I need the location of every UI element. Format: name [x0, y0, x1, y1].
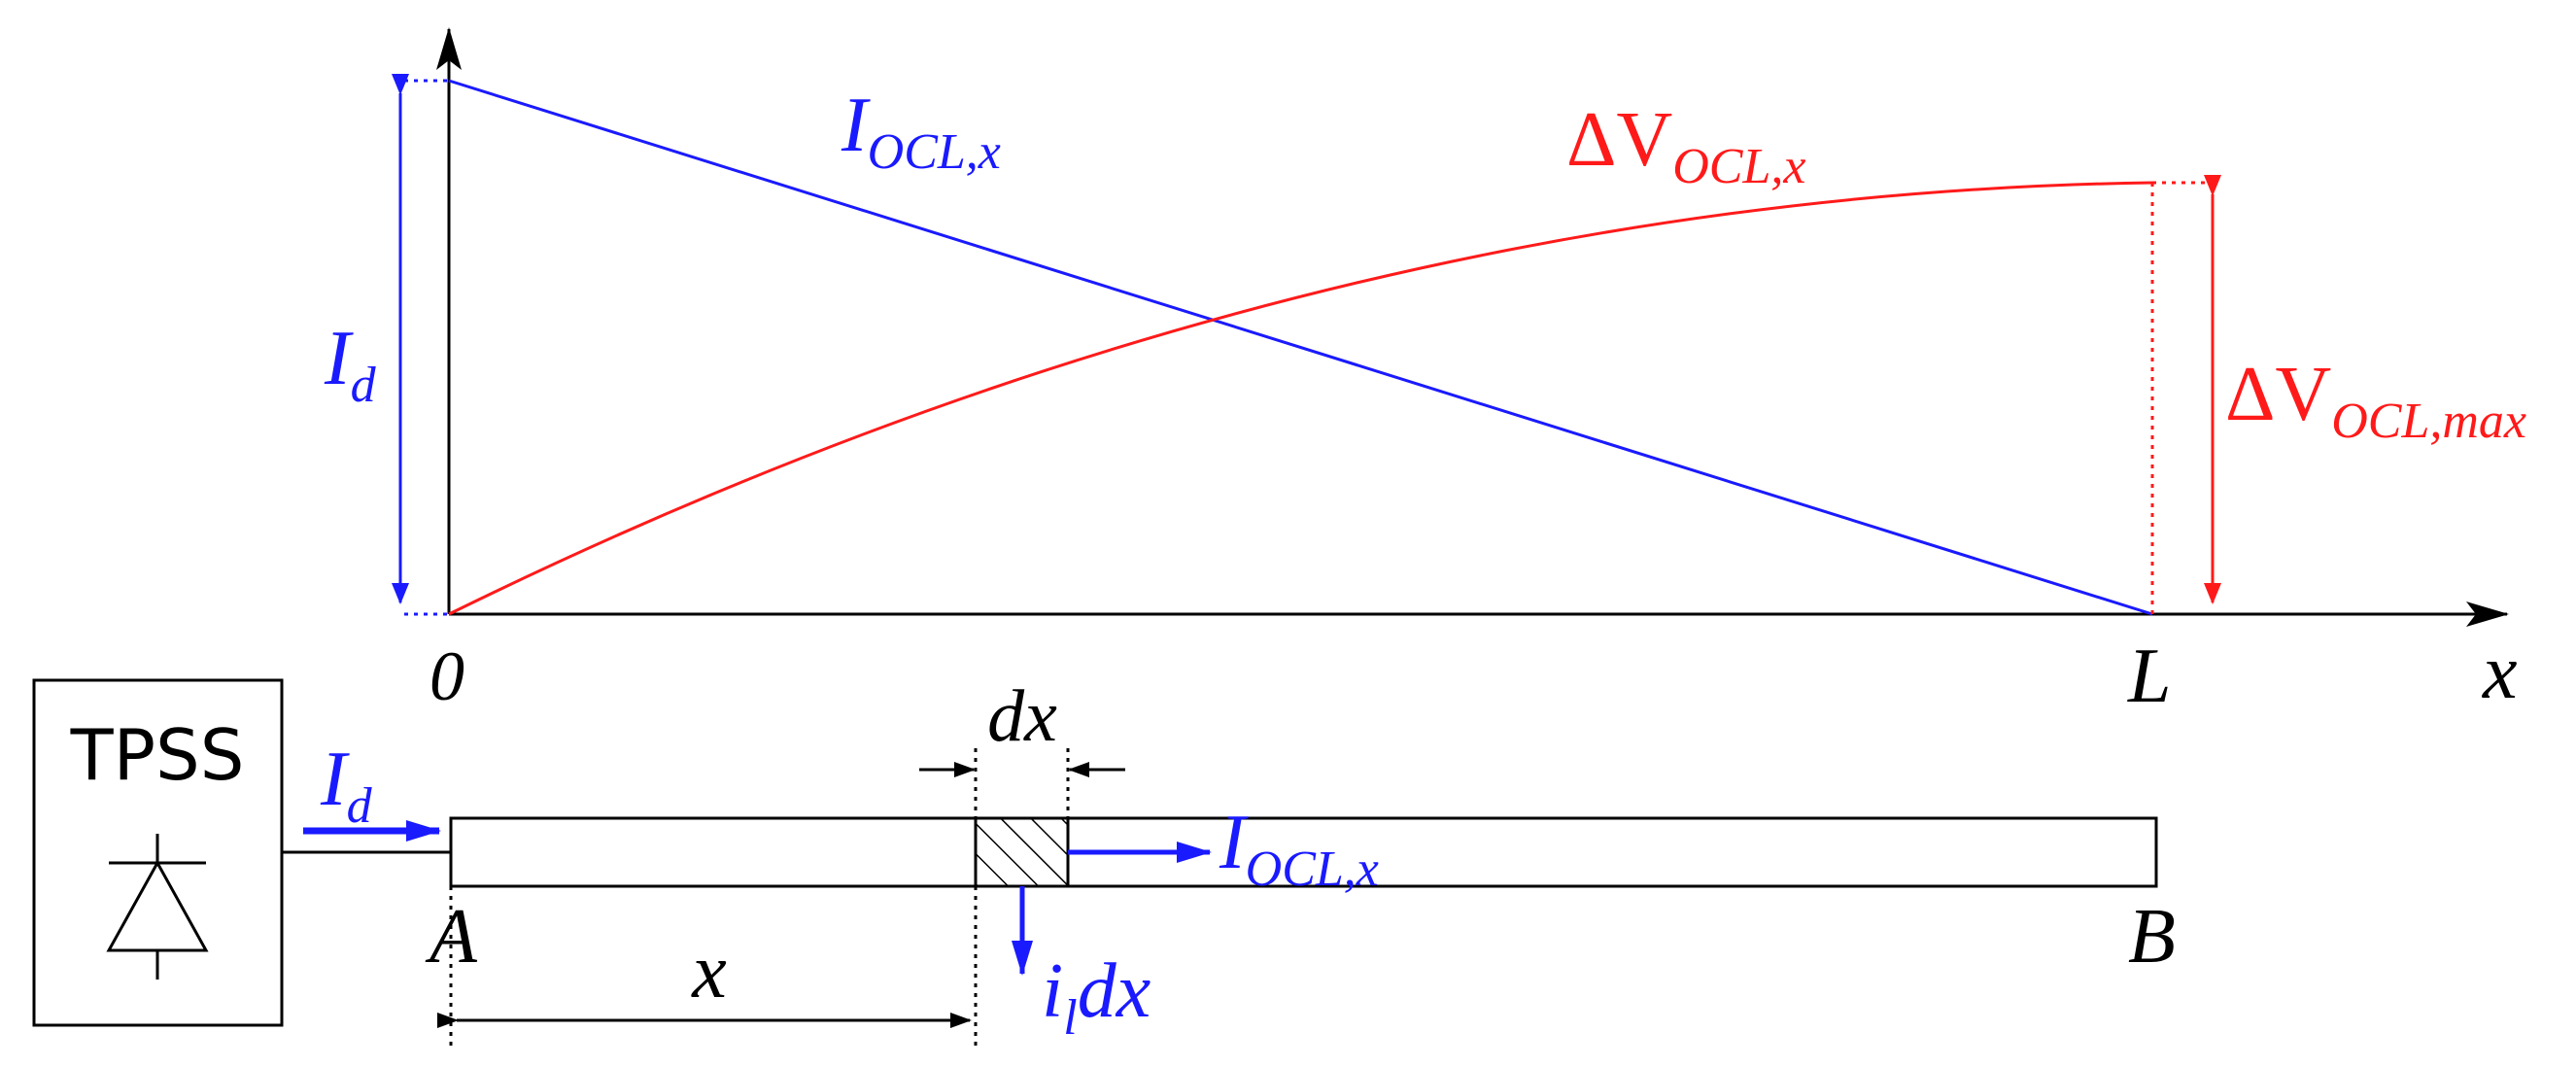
feed-current-sub: d	[347, 778, 373, 834]
current-label-sub: OCL,x	[868, 124, 1001, 180]
x-axis-label: x	[2482, 630, 2518, 715]
voltage-label-sub: OCL,x	[1672, 139, 1805, 194]
id-label-main: I	[324, 316, 354, 401]
line-current-main: I	[1219, 800, 1249, 885]
id-dimension-label: Id	[324, 316, 377, 413]
leakage-suffix: dx	[1078, 948, 1151, 1034]
current-label-main: I	[841, 83, 871, 168]
circuit-area: TPSS Id dx IOCL,x ildx A B	[32, 675, 2176, 1051]
voltage-label-prefix: ΔV	[1566, 97, 1672, 183]
feed-current-main: I	[320, 737, 350, 822]
axis-end-label: L	[2127, 634, 2172, 719]
tpss-label: TPSS	[70, 714, 245, 796]
line-conductor	[449, 816, 2158, 888]
dx-segment	[974, 816, 1070, 888]
leakage-label: ildx	[1042, 948, 1151, 1046]
x-distance-label: x	[691, 929, 727, 1014]
line-current-label: IOCL,x	[1219, 800, 1379, 897]
diode-icon	[106, 834, 209, 980]
voltage-curve	[448, 181, 2153, 616]
leakage-main: i	[1042, 948, 1063, 1034]
id-label-sub: d	[351, 358, 377, 413]
feed-current-label: Id	[320, 737, 373, 834]
line-current-sub: OCL,x	[1246, 842, 1379, 897]
dx-label: dx	[987, 675, 1057, 757]
vmax-dimension-label: ΔVOCL,max	[2225, 352, 2526, 449]
current-curve-label: IOCL,x	[841, 83, 1001, 180]
plot-area: Id IOCL,x ΔVOCL,x ΔVOCL,max 0 L x	[324, 27, 2526, 719]
leakage-sub: l	[1063, 990, 1077, 1046]
vmax-label-sub: OCL,max	[2331, 394, 2526, 449]
origin-label: 0	[429, 637, 464, 715]
current-curve	[448, 79, 2153, 616]
vmax-label-prefix: ΔV	[2225, 352, 2331, 437]
node-b-label: B	[2128, 894, 2176, 980]
voltage-curve-label: ΔVOCL,x	[1566, 97, 1805, 194]
